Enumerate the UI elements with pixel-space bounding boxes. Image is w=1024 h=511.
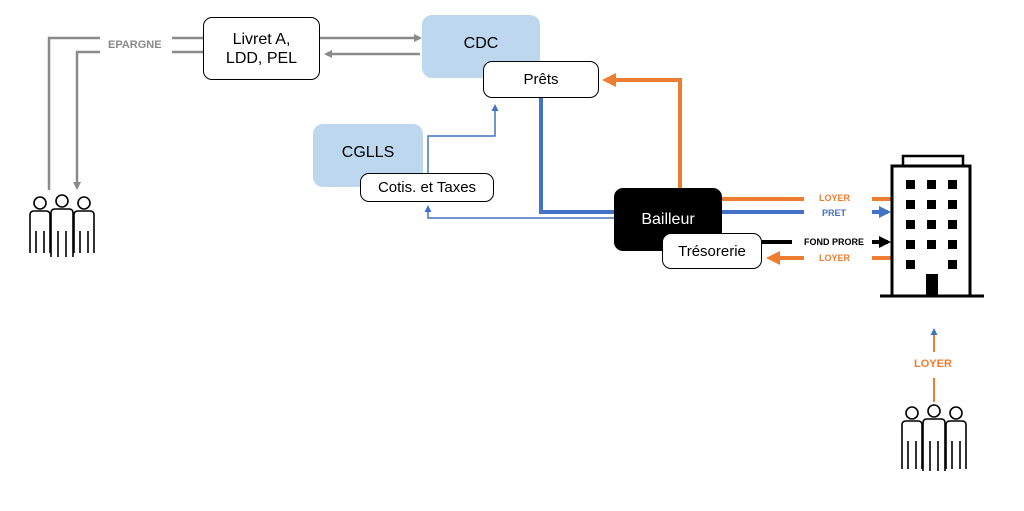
livret-label: Livret A, LDD, PEL [225,30,298,67]
building-icon [880,154,984,298]
cdc-label: CDC [463,35,499,52]
loyer-bottom-label: LOYER [819,253,851,263]
loyer-top-label: LOYER [819,193,851,203]
cglls-label: CGLLS [341,143,395,161]
cotisations-connector [424,104,614,219]
cotis-label: Cotis. et Taxes [377,179,477,196]
tenants-people-icon [901,404,967,471]
bailleur-label: Bailleur [641,211,695,228]
fond-propre-label: FOND PRORE [804,237,865,247]
livret-node: Livret A, LDD, PEL [203,17,320,80]
savers-people-icon [29,194,95,257]
tresorerie-node: Trésorerie [662,233,762,269]
pret-label: PRET [822,208,847,218]
loyer-to-prets-connector [602,73,682,188]
prets-label: Prêts [523,71,559,88]
epargne-connector [47,34,422,190]
epargne-label: EPARGNE [108,39,162,51]
prets-node: Prêts [483,61,599,98]
pret-connector [539,98,614,214]
tresorerie-label: Trésorerie [678,242,746,260]
cotis-node: Cotis. et Taxes [360,173,494,202]
bailleur-building-connectors [722,197,892,265]
loyer-tenants-label: LOYER [914,358,952,370]
